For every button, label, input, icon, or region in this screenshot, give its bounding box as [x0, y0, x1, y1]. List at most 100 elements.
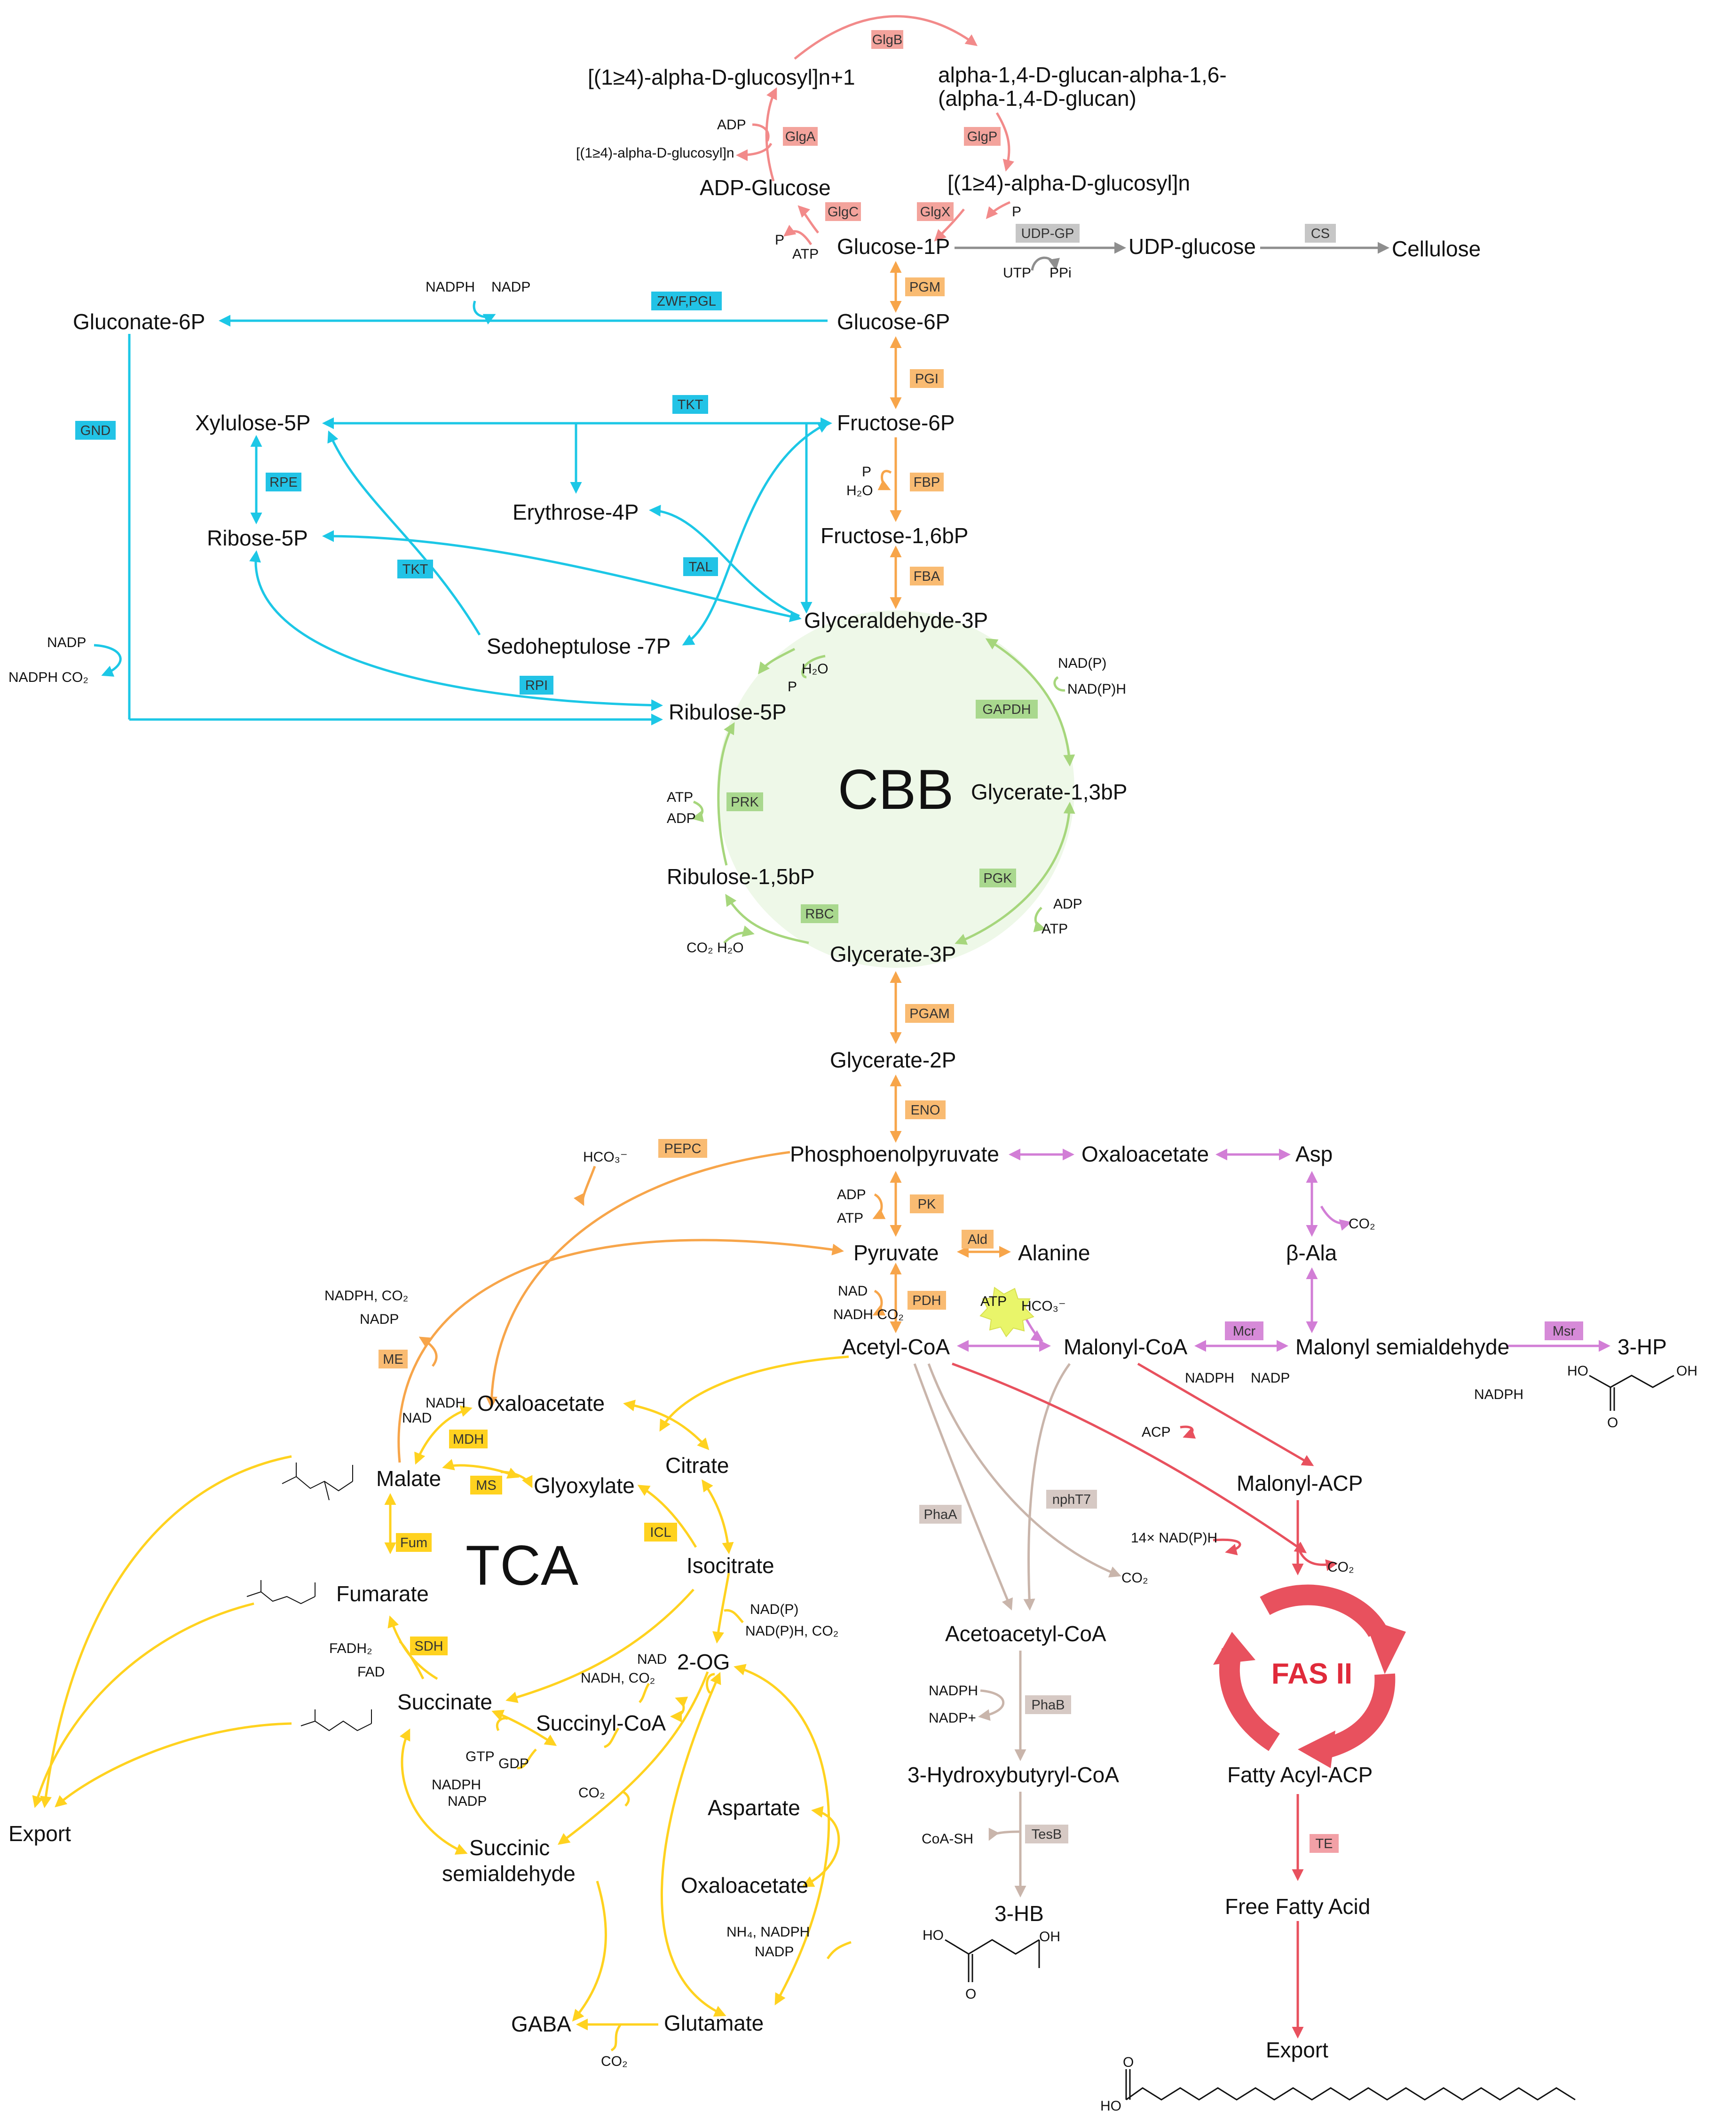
enzyme-fba: FBA [914, 569, 940, 584]
enzyme-zwf: ZWF,PGL [657, 294, 716, 309]
enzyme-box [658, 1139, 707, 1158]
metabolite-malonyl-acp: Malonyl-ACP [1237, 1471, 1363, 1495]
enzyme-box [910, 473, 944, 491]
cofactor-adp: ADP [717, 117, 746, 133]
enzyme-gnd: GND [80, 423, 110, 438]
enzyme-phab: PhaB [1032, 1698, 1065, 1713]
enzyme-box [910, 1194, 944, 1213]
enzyme-box [871, 30, 903, 49]
metabolite-ribulose-15bp: Ribulose-1,5bP [667, 864, 815, 889]
cofactor-co2-h2o: CO₂ H₂O [687, 940, 744, 956]
cofactor-fad: FAD [357, 1664, 385, 1680]
metabolite-gaba: GABA [511, 2012, 571, 2036]
enzyme-pk: PK [918, 1197, 936, 1212]
metabolite-xylulose-5p: Xylulose-5P [195, 411, 310, 435]
metabolite-erythrose-4p: Erythrose-4P [513, 500, 639, 524]
fas-label: FAS II [1271, 1658, 1352, 1690]
enzyme-glga: GlgA [785, 129, 816, 144]
cofactor-nh4-nadph: NH₄, NADPH [726, 1924, 810, 1940]
metabolite-isocitrate: Isocitrate [687, 1553, 774, 1578]
enzyme-tkt1: TKT [678, 397, 703, 412]
cofactor-ppi: PPi [1049, 265, 1072, 281]
cofactor-p: P [1012, 204, 1021, 220]
cofactor-acp: ACP [1142, 1424, 1171, 1440]
metabolite-succinate: Succinate [397, 1690, 492, 1714]
cofactor-co2: CO₂ [1121, 1570, 1148, 1586]
enzyme-glgc: GlgC [828, 205, 859, 220]
metabolite-oxaloacetate-lower: Oxaloacetate [681, 1873, 808, 1898]
enzyme-fbp: FBP [914, 475, 940, 490]
cofactor-14-nadph: 14× NAD(P)H [1131, 1530, 1217, 1546]
cofactor-p: P [862, 464, 871, 480]
enzyme-rpe: RPE [269, 475, 298, 490]
metabolite-gluconate-6p: Gluconate-6P [73, 309, 205, 334]
metabolite-sedoheptulose-7p: Sedoheptulose -7P [487, 634, 671, 658]
metabolite-glycerate-3p: Glycerate-3P [830, 942, 956, 966]
metabolite-glucose-1p: Glucose-1P [837, 234, 950, 259]
cofactor-adp: ADP [837, 1187, 866, 1202]
cofactor-nadp: NADP [448, 1794, 487, 1809]
cofactor-nad: NAD [402, 1410, 432, 1426]
enzyme-ms: MS [476, 1478, 497, 1493]
metabolite-labels: [(1≥4)-alpha-D-glucosyl]n+1 alpha-1,4-D-… [8, 63, 1667, 2062]
cofactor-p: P [788, 679, 797, 695]
udp-arrows [955, 242, 1389, 271]
metabolite-udp-glucose: UDP-glucose [1128, 234, 1256, 259]
metabolite-phosphoenolpyruvate: Phosphoenolpyruvate [790, 1142, 999, 1166]
enzyme-pepc: PEPC [664, 1141, 702, 1156]
cofactor-atp: ATP [667, 790, 693, 805]
structure-oh: OH [1676, 1363, 1697, 1379]
tca-arrows [32, 1355, 852, 2052]
cofactor-gdp: GDP [498, 1756, 529, 1771]
atp-starburst [979, 1287, 1034, 1337]
cofactor-adp: ADP [1053, 896, 1082, 912]
cofactor-nadph: NADPH [1185, 1370, 1234, 1386]
enzyme-box [1025, 1825, 1068, 1843]
enzyme-box [449, 1430, 488, 1448]
cofactor-co2: CO₂ [601, 2054, 628, 2069]
cbb-label: CBB [838, 758, 954, 821]
metabolite-adp-glucose: ADP-Glucose [700, 175, 831, 200]
enzyme-box [379, 1350, 408, 1368]
enzyme-pgm: PGM [909, 280, 940, 295]
metabolite-beta-ala: β-Ala [1286, 1241, 1337, 1265]
cofactor-nad: NAD [637, 1652, 667, 1667]
enzyme-box [976, 700, 1038, 719]
enzyme-rbc: RBC [805, 907, 834, 922]
enzyme-boxes [75, 30, 1583, 1853]
structure-o: O [1123, 2055, 1134, 2070]
metabolite-glyceraldehyde-3p: Glyceraldehyde-3P [804, 608, 988, 633]
cofactor-atp: ATP [837, 1210, 863, 1226]
cofactor-hco3: HCO₃⁻ [1021, 1298, 1066, 1314]
cofactor-adp: ADP [667, 811, 696, 826]
enzyme-box [907, 1291, 946, 1310]
cofactor-nadh: NADH [426, 1395, 466, 1411]
cofactor-utp: UTP [1003, 265, 1031, 281]
enzyme-box [979, 869, 1016, 887]
metabolite-glycerate-13bp: Glycerate-1,3bP [971, 780, 1127, 804]
metabolite-glucosyl-n1: [(1≥4)-alpha-D-glucosyl]n+1 [588, 65, 855, 89]
metabolite-pyruvate: Pyruvate [853, 1241, 939, 1265]
cofactor-coash: CoA-SH [922, 1831, 973, 1847]
cofactor-nadh-co2: NADH CO₂ [833, 1307, 904, 1322]
cofactor-nadp: NADP [360, 1312, 399, 1327]
enzyme-labels: GlgB GlgA GlgP GlgC GlgX UDP-GP CS PGM Z… [80, 32, 1576, 1851]
glycolysis-arrows [397, 261, 1011, 1463]
metabolite-glucose-6p: Glucose-6P [837, 309, 950, 334]
fas-arrows [952, 1362, 1338, 2039]
cofactor-glucosyl-n: [(1≥4)-alpha-D-glucosyl]n [576, 145, 734, 161]
enzyme-tal: TAL [688, 560, 712, 575]
enzyme-cs: CS [1311, 226, 1330, 241]
cofactor-nadp: NADP [1251, 1370, 1290, 1386]
purple-arrows [957, 1148, 1610, 1352]
metabolite-oxaloacetate: Oxaloacetate [477, 1391, 605, 1415]
enzyme-box [266, 473, 301, 491]
cofactor-atp: ATP [1042, 921, 1068, 937]
structure-o: O [965, 1986, 976, 2002]
cofactor-gtp: GTP [466, 1749, 495, 1764]
structure-fatty-acid [1125, 2069, 1576, 2101]
metabolite-acetoacetyl-coa: Acetoacetyl-CoA [945, 1621, 1106, 1646]
metabolite-3hp: 3-HP [1618, 1335, 1667, 1359]
enzyme-ald: Ald [968, 1232, 987, 1247]
